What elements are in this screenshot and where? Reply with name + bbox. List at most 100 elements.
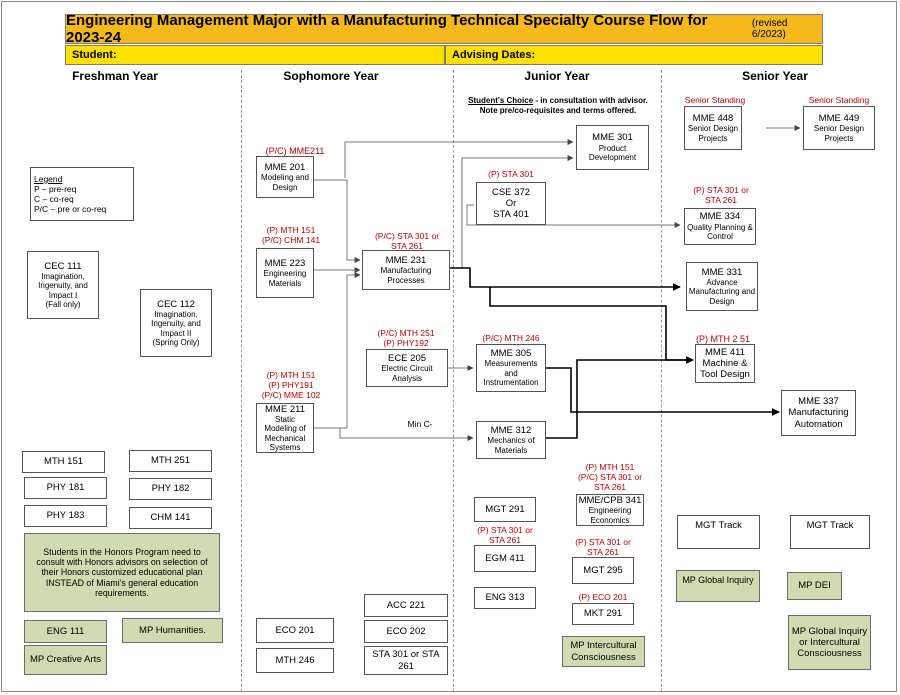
course-name: Modeling and Design	[260, 173, 310, 192]
course-name: Advance Manufacturing and Design	[688, 277, 756, 306]
course-code: MME 448	[692, 112, 734, 124]
link-mme231-mme331	[450, 267, 681, 291]
course-name: Engineering Economics	[588, 506, 632, 525]
prereq-mme334: (P) STA 301 or STA 261	[683, 185, 759, 206]
advising-dates-field[interactable]: Advising Dates:	[445, 45, 823, 65]
course-code: MME 312	[490, 424, 532, 436]
student-label: Student:	[72, 49, 117, 61]
course-phy182[interactable]: PHY 182	[129, 478, 212, 500]
legend-title: Legend	[34, 173, 63, 184]
course-code: MME 211	[265, 403, 305, 415]
prereq-line: (P/C) MTH 251	[377, 328, 435, 338]
column-divider	[241, 70, 242, 692]
course-eco202[interactable]: ECO 202	[364, 620, 448, 643]
course-mme448[interactable]: MME 448 Senior Design Projects	[684, 106, 742, 150]
course-code: ECE 205	[387, 352, 427, 364]
prereq-mme211: (P) MTH 151 (P) PHY191 (P/C) MME 102	[256, 370, 326, 400]
prereq-line: (P) MTH 151	[266, 370, 316, 380]
mp-global-inquiry[interactable]: MP Global Inquiry	[676, 570, 760, 602]
course-ece205[interactable]: ECE 205 Electric Circuit Analysis	[366, 349, 448, 387]
mgt-track-1[interactable]: MGT Track	[677, 515, 760, 549]
course-eng111[interactable]: ENG 111	[24, 620, 107, 643]
mp-intercultural-consciousness[interactable]: MP Intercultural Consciousness	[562, 636, 645, 667]
course-mme-cpb341[interactable]: MME/CPB 341 Engineering Economics	[576, 494, 644, 526]
course-mme334[interactable]: MME 334 Quality Planning & Control	[684, 208, 756, 245]
course-name: Imagination, Ingenuity, and Impact II	[151, 309, 201, 338]
prereq-line: (P) MTH 151	[585, 462, 635, 472]
course-mme301[interactable]: MME 301 Product Development	[576, 125, 649, 170]
prereq-mme411: (P) MTH 2 51	[695, 334, 750, 344]
course-sta301-or-sta261[interactable]: STA 301 or STA 261	[364, 646, 448, 675]
course-mme305[interactable]: MME 305 Measurements and Instrumentation	[476, 344, 546, 392]
course-cse372-or-sta401[interactable]: CSE 372 Or STA 401	[476, 182, 546, 225]
course-mme411[interactable]: MME 411 Machine & Tool Design	[695, 344, 755, 383]
prereq-cse372: (P) STA 301	[488, 169, 534, 179]
course-mme231[interactable]: MME 231 Manufacturing Processes	[362, 250, 450, 290]
course-mth151[interactable]: MTH 151	[22, 451, 105, 473]
course-mth251[interactable]: MTH 251	[129, 450, 212, 472]
course-eco201[interactable]: ECO 201	[256, 618, 334, 643]
year-header-sophomore: Sophomore Year	[283, 69, 379, 83]
page-title: Engineering Management Major with a Manu…	[65, 12, 823, 46]
course-code: MME 223	[264, 257, 306, 269]
honors-note: Students in the Honors Program need to c…	[24, 533, 220, 612]
course-name: Quality Planning & Control	[687, 222, 753, 242]
column-divider	[453, 70, 454, 692]
mp-creative-arts[interactable]: MP Creative Arts	[24, 645, 107, 675]
course-mkt291[interactable]: MKT 291	[572, 603, 634, 625]
course-name: Manufacturing Automation	[788, 407, 849, 430]
course-code: MME 334	[699, 211, 741, 223]
course-phy181[interactable]: PHY 181	[24, 477, 107, 499]
course-mgt291[interactable]: MGT 291	[474, 497, 536, 522]
prereq-mgt295: (P) STA 301 or STA 261	[570, 537, 636, 558]
legend-line: C – co-req	[34, 194, 74, 204]
course-acc221[interactable]: ACC 221	[364, 594, 448, 617]
prereq-mme305: (P/C) MTH 246	[482, 333, 540, 343]
prereq-mme341: (P) MTH 151 (P/C) STA 301 or STA 261	[570, 462, 650, 492]
course-chm141[interactable]: CHM 141	[129, 507, 212, 529]
course-note: (Fall only)	[45, 300, 81, 310]
course-mgt295[interactable]: MGT 295	[572, 557, 634, 584]
prereq-mkt291: (P) ECO 201	[578, 592, 628, 602]
course-egm411[interactable]: EGM 411	[474, 545, 536, 572]
course-mme223[interactable]: MME 223 Engineering Materials	[256, 248, 314, 298]
link-mme211-mme231	[313, 272, 361, 429]
prereq-line: (P/C) CHM 141	[261, 234, 321, 245]
link-mme312-mme411	[545, 356, 694, 439]
course-mme449[interactable]: MME 449 Senior Design Projects	[803, 106, 875, 150]
course-eng313[interactable]: ENG 313	[474, 587, 536, 609]
link-mme211-mme312	[313, 427, 474, 441]
course-code-alt: STA 401	[493, 209, 529, 221]
link-mme201-mme231	[313, 179, 361, 263]
mp-humanities[interactable]: MP Humanities.	[122, 618, 223, 643]
link-mme305-mme337	[545, 367, 780, 416]
course-mme331[interactable]: MME 331 Advance Manufacturing and Design	[686, 262, 758, 311]
prereq-line: (P) STA 301 or	[477, 525, 533, 535]
course-mme312[interactable]: MME 312 Mechanics of Materials	[476, 421, 546, 459]
course-mth246[interactable]: MTH 246	[256, 648, 334, 673]
course-mme337[interactable]: MME 337 Manufacturing Automation	[781, 390, 856, 436]
mp-dei[interactable]: MP DEI	[787, 572, 842, 600]
course-cec112[interactable]: CEC 112 Imagination, Ingenuity, and Impa…	[140, 289, 212, 357]
course-code: MME 201	[264, 161, 306, 173]
course-mme211[interactable]: MME 211 Static Modeling of Mechanical Sy…	[256, 403, 314, 453]
prereq-line: STA 261	[587, 546, 619, 557]
prereq-line: STA 261	[705, 194, 737, 205]
prereq-line: STA 261	[489, 534, 521, 545]
course-name: Engineering Materials	[263, 269, 307, 288]
mp-global-or-intercultural[interactable]: MP Global Inquiry or Intercultural Consc…	[788, 615, 871, 670]
student-field[interactable]: Student:	[65, 45, 445, 65]
course-name: Electric Circuit Analysis	[381, 364, 433, 383]
prereq-line: (P/C) MME 102	[261, 389, 321, 400]
course-code: MME 331	[701, 266, 743, 278]
course-phy183[interactable]: PHY 183	[24, 505, 107, 527]
course-mme201[interactable]: MME 201 Modeling and Design	[256, 156, 314, 198]
course-name: Manufacturing Processes	[380, 266, 432, 285]
course-cec111[interactable]: CEC 111 Imagination, Ingenuity, and Impa…	[27, 251, 99, 319]
revision-text: (revised 6/2023)	[751, 18, 788, 40]
mgt-track-2[interactable]: MGT Track	[790, 515, 870, 549]
column-divider	[661, 70, 662, 692]
course-code: MME/CPB 341	[578, 494, 642, 506]
